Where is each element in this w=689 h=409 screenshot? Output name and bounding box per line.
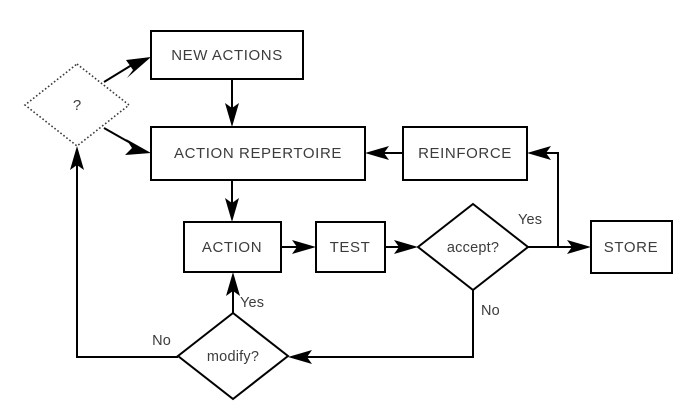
edge-new-actions-to-action-repertoire <box>225 79 239 127</box>
action-repertoire-label: ACTION REPERTOIRE <box>174 145 342 162</box>
edge-label-modify-no: No <box>152 333 171 349</box>
store-box-shape <box>590 220 673 274</box>
action-label: ACTION <box>202 239 262 256</box>
node-accept[interactable]: accept? <box>416 202 530 292</box>
action-repertoire-box-shape <box>150 126 366 181</box>
node-new-actions[interactable]: NEW ACTIONS <box>150 30 304 80</box>
edge-accept-to-modify <box>288 290 474 364</box>
edge-unknown-to-action-repertoire <box>103 127 151 155</box>
edge-label-accept-yes: Yes <box>518 212 542 228</box>
edge-modify-to-action <box>226 272 240 313</box>
test-label: TEST <box>330 239 371 256</box>
node-action[interactable]: ACTION <box>183 221 282 273</box>
accept-diamond-shape <box>416 202 530 292</box>
node-reinforce[interactable]: REINFORCE <box>402 126 528 181</box>
new-actions-label: NEW ACTIONS <box>171 47 283 64</box>
edge-action-to-test <box>281 240 316 254</box>
edge-label-accept-no: No <box>481 303 500 319</box>
node-unknown[interactable]: ? <box>23 62 131 148</box>
accept-label: accept? <box>447 240 499 256</box>
store-label: STORE <box>604 239 658 256</box>
edge-unknown-to-new-actions <box>103 57 151 83</box>
node-action-repertoire[interactable]: ACTION REPERTOIRE <box>150 126 366 181</box>
edge-reinforce-to-action-repertoire <box>365 146 403 160</box>
modify-diamond-shape <box>176 311 290 401</box>
reinforce-label: REINFORCE <box>418 145 512 162</box>
node-test[interactable]: TEST <box>315 221 386 273</box>
test-box-shape <box>315 221 386 273</box>
node-modify[interactable]: modify? <box>176 311 290 401</box>
unknown-diamond-shape <box>23 62 131 148</box>
unknown-label: ? <box>73 97 81 114</box>
edge-action-repertoire-to-action <box>225 180 239 222</box>
edge-accept-to-reinforce <box>527 146 559 247</box>
node-store[interactable]: STORE <box>590 220 673 274</box>
edge-label-modify-yes: Yes <box>240 295 264 311</box>
edge-modify-to-unknown <box>70 146 178 358</box>
reinforce-box-shape <box>402 126 528 181</box>
edge-accept-to-store <box>528 240 591 254</box>
new-actions-box-shape <box>150 30 304 80</box>
action-box-shape <box>183 221 282 273</box>
edge-test-to-accept <box>385 240 418 254</box>
modify-label: modify? <box>207 349 259 365</box>
